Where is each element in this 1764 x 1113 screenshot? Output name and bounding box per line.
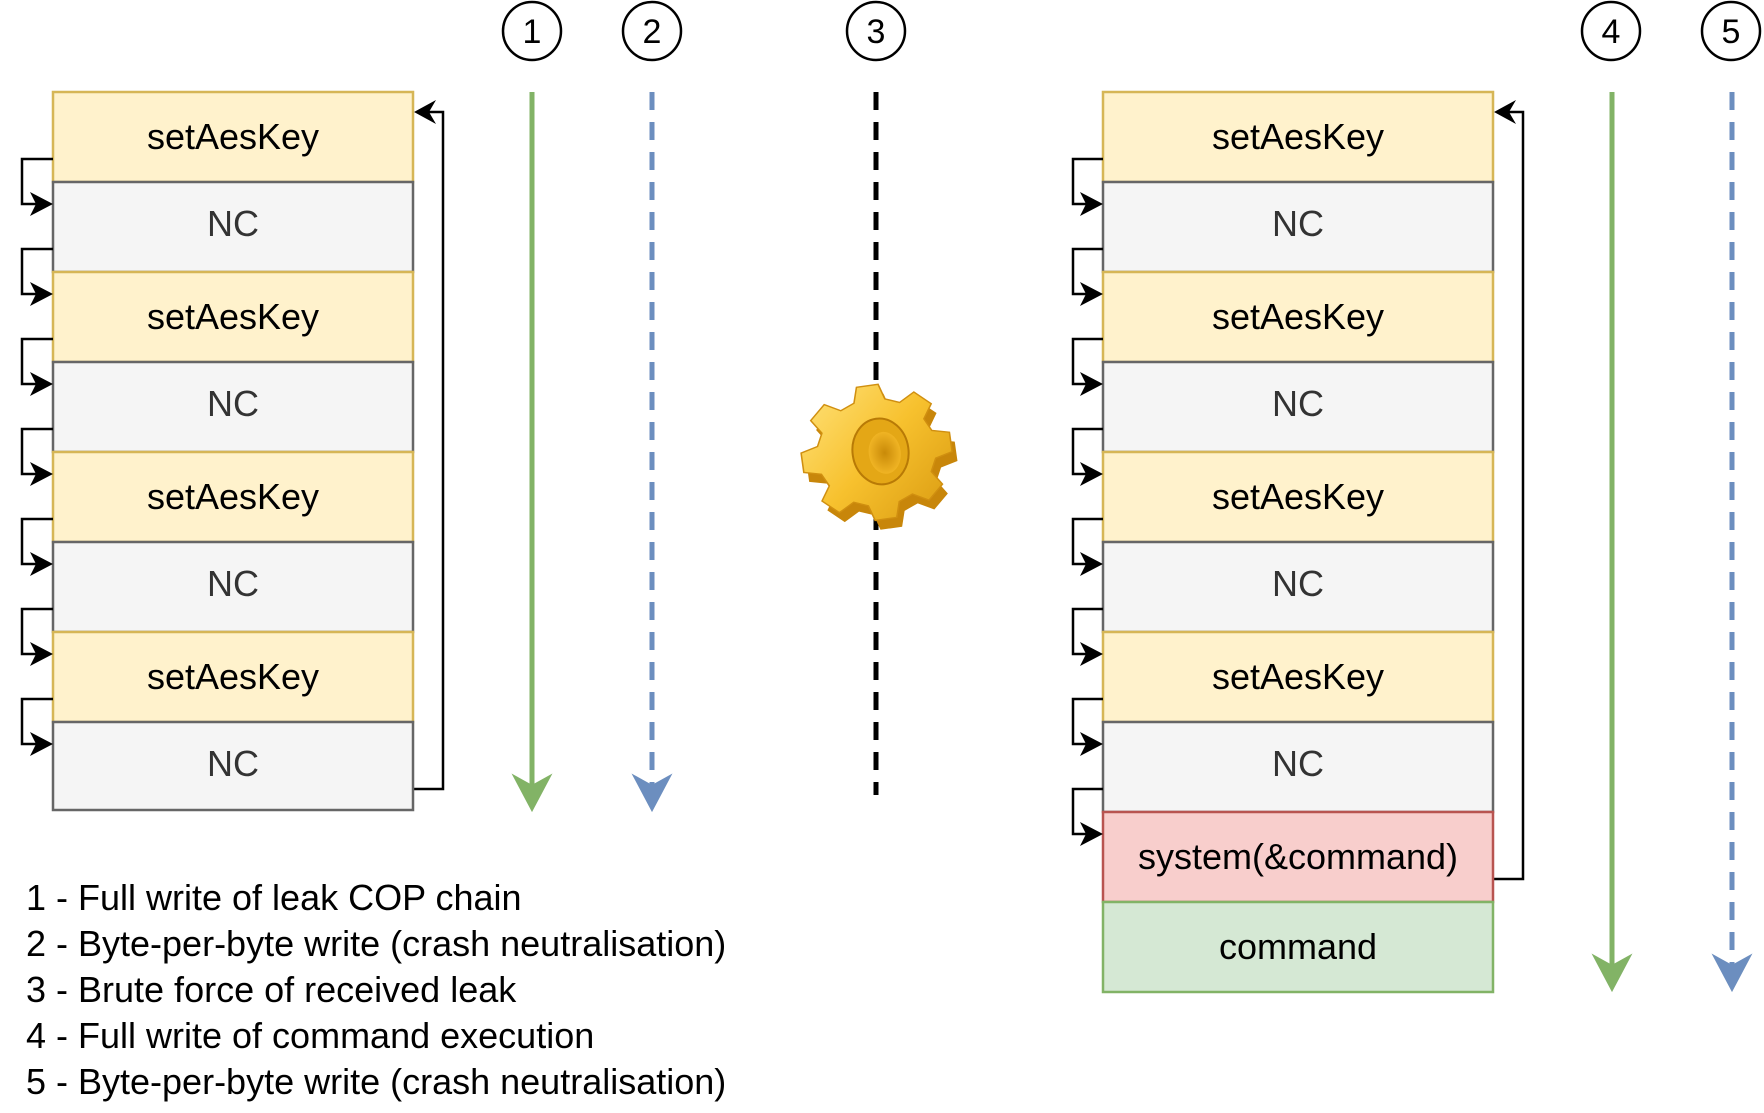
right-block-1-label: setAesKey [1212, 116, 1384, 157]
command-block: command [1101, 900, 1495, 994]
arrow-step-2 [631, 92, 673, 813]
right-block-4-label: NC [1272, 383, 1324, 424]
left-connector-heads [30, 192, 53, 756]
left-block-8-label: NC [207, 743, 259, 784]
right-connectors [1071, 157, 1103, 836]
right-block-5: setAesKey [1101, 450, 1495, 544]
step-3-label: 3 [867, 13, 886, 51]
step-1-label: 1 [523, 13, 542, 51]
step-4-label: 4 [1602, 13, 1621, 51]
left-block-7: setAesKey [51, 630, 415, 724]
right-block-1: setAesKey [1101, 90, 1495, 184]
step-marker-1: 1 [501, 0, 563, 62]
arrow-step-4 [1591, 92, 1633, 993]
legend-item: 1 - Full write of leak COP chain [26, 877, 522, 918]
left-block-2-label: NC [207, 203, 259, 244]
right-block-6-label: NC [1272, 563, 1324, 604]
right-block-6: NC [1101, 540, 1495, 634]
legend-item: 2 - Byte-per-byte write (crash neutralis… [26, 923, 727, 964]
right-block-2: NC [1101, 180, 1495, 274]
right-block-4: NC [1101, 360, 1495, 454]
left-block-1-label: setAesKey [147, 116, 319, 157]
step-5-label: 5 [1722, 13, 1741, 51]
right-connector-heads [1080, 192, 1103, 846]
left-block-5-label: setAesKey [147, 476, 319, 517]
system-command-block: system(&command) [1101, 810, 1495, 904]
left-block-6-label: NC [207, 563, 259, 604]
left-block-6: NC [51, 540, 415, 634]
arrow-step-1 [511, 92, 553, 813]
legend-item: 5 - Byte-per-byte write (crash neutralis… [26, 1061, 727, 1102]
left-block-4: NC [51, 360, 415, 454]
left-block-8: NC [51, 720, 415, 812]
step-marker-4: 4 [1580, 0, 1642, 62]
command-label: command [1219, 926, 1377, 967]
arrow-step-5 [1711, 92, 1753, 993]
left-connectors [20, 157, 53, 746]
right-chain: setAesKey NC setAesKey NC setAesKey NC s… [1071, 90, 1525, 994]
left-block-2: NC [51, 180, 415, 274]
step-marker-2: 2 [621, 0, 683, 62]
right-block-3-label: setAesKey [1212, 296, 1384, 337]
left-chain: setAesKey NC setAesKey NC setAesKey NC s… [20, 90, 445, 812]
left-block-5: setAesKey [51, 450, 415, 544]
left-block-7-label: setAesKey [147, 656, 319, 697]
step-2-label: 2 [643, 13, 662, 51]
right-block-7-label: setAesKey [1212, 656, 1384, 697]
right-block-8: NC [1101, 720, 1495, 814]
left-block-3: setAesKey [51, 270, 415, 364]
left-block-1: setAesKey [51, 90, 415, 184]
legend-item: 3 - Brute force of received leak [26, 969, 517, 1010]
right-block-7: setAesKey [1101, 630, 1495, 724]
legend-item: 4 - Full write of command execution [26, 1015, 595, 1056]
right-block-3: setAesKey [1101, 270, 1495, 364]
step-marker-5: 5 [1700, 0, 1762, 62]
legend: 1 - Full write of leak COP chain 2 - Byt… [26, 875, 726, 1105]
right-block-5-label: setAesKey [1212, 476, 1384, 517]
system-command-label: system(&command) [1138, 836, 1458, 877]
left-block-3-label: setAesKey [147, 296, 319, 337]
right-block-8-label: NC [1272, 743, 1324, 784]
right-block-2-label: NC [1272, 203, 1324, 244]
left-block-4-label: NC [207, 383, 259, 424]
gear-icon [800, 383, 958, 530]
step-marker-3: 3 [845, 0, 907, 62]
